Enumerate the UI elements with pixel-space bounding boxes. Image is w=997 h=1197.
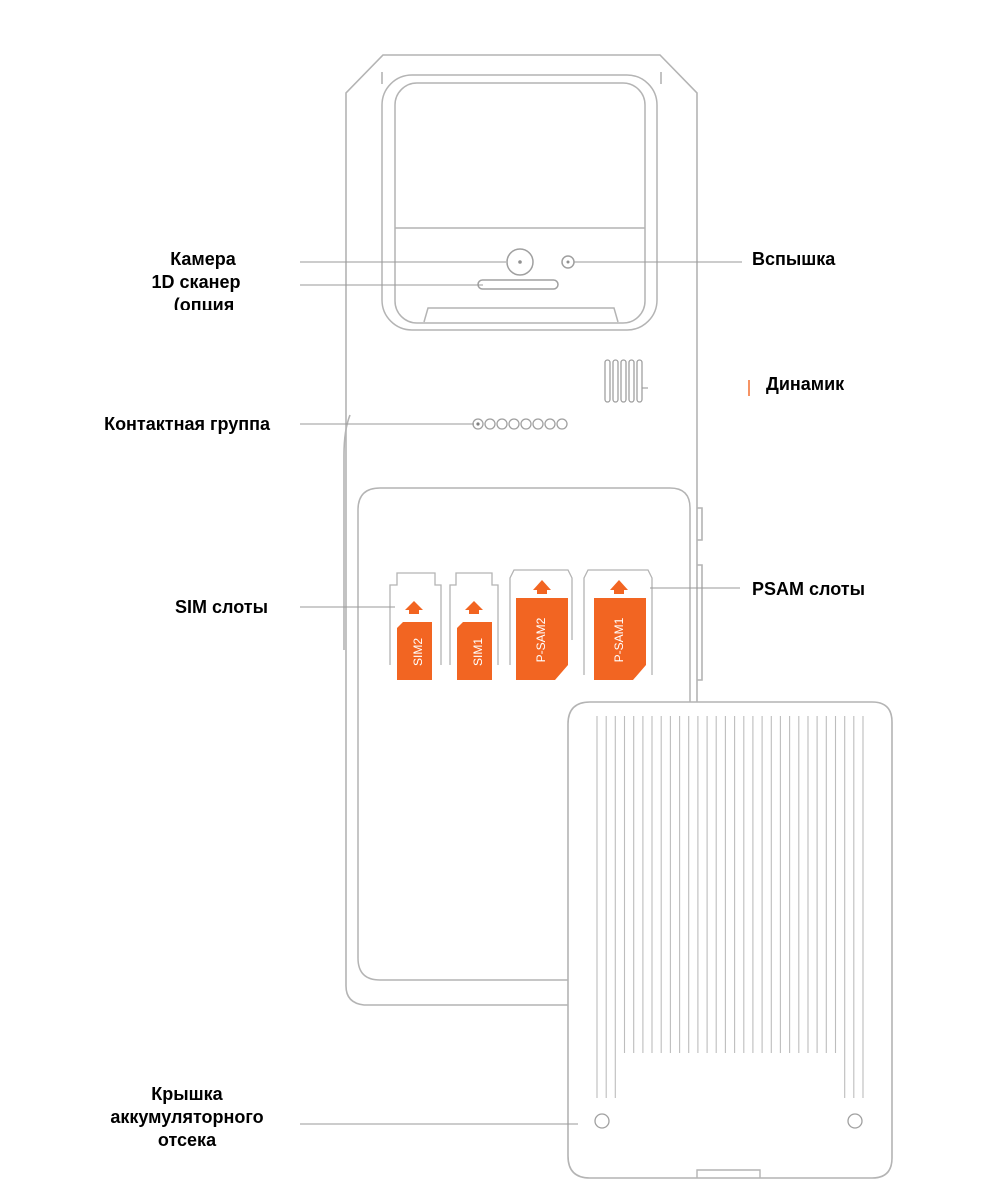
cover-label-line3: отсека [157,1130,217,1150]
speaker-grille-icon [604,359,643,403]
psam2-arrow-icon [533,580,551,594]
psam1-arrow-icon [610,580,628,594]
camera-window [381,74,658,331]
sim2-arrow-icon [405,601,423,614]
cover-screw-left-icon [594,1113,610,1129]
slot-label-psam2: P-SAM2 [534,617,548,662]
speaker-label: Динамик [766,374,845,394]
contact-pins-icon [472,418,568,430]
flash-icon [561,255,575,269]
psam-label: PSAM слоты [752,579,865,599]
flash-label: Вспышка [752,249,836,269]
contacts-label: Контактная группа [104,414,270,434]
leader-lines [300,261,742,1125]
scanner-label-line1: 1D сканер [151,272,241,292]
sim1-card [457,622,492,680]
slot-holders [389,569,653,675]
sim1-arrow-icon [465,601,483,614]
slot-label-psam1: P-SAM1 [612,617,626,662]
cover-label-line2: аккумуляторного [110,1107,264,1127]
slot-label-sim1: SIM1 [471,638,485,666]
insert-arrows [405,580,628,614]
sim2-card [397,622,432,680]
camera-label: Камера [170,249,236,269]
scanner-window-icon [477,279,559,290]
psam1-card [594,598,646,680]
cover-ribs [596,716,864,1098]
cover-label-line1: Крышка [151,1084,223,1104]
sim-label: SIM слоты [175,597,268,617]
psam2-card [516,598,568,680]
slot-cards [397,598,646,680]
scanner-label-line2: (опция [173,295,235,310]
battery-cover [567,701,893,1179]
camera-icon [506,248,534,276]
slot-label-sim2: SIM2 [411,638,425,666]
cover-screw-right-icon [847,1113,863,1129]
